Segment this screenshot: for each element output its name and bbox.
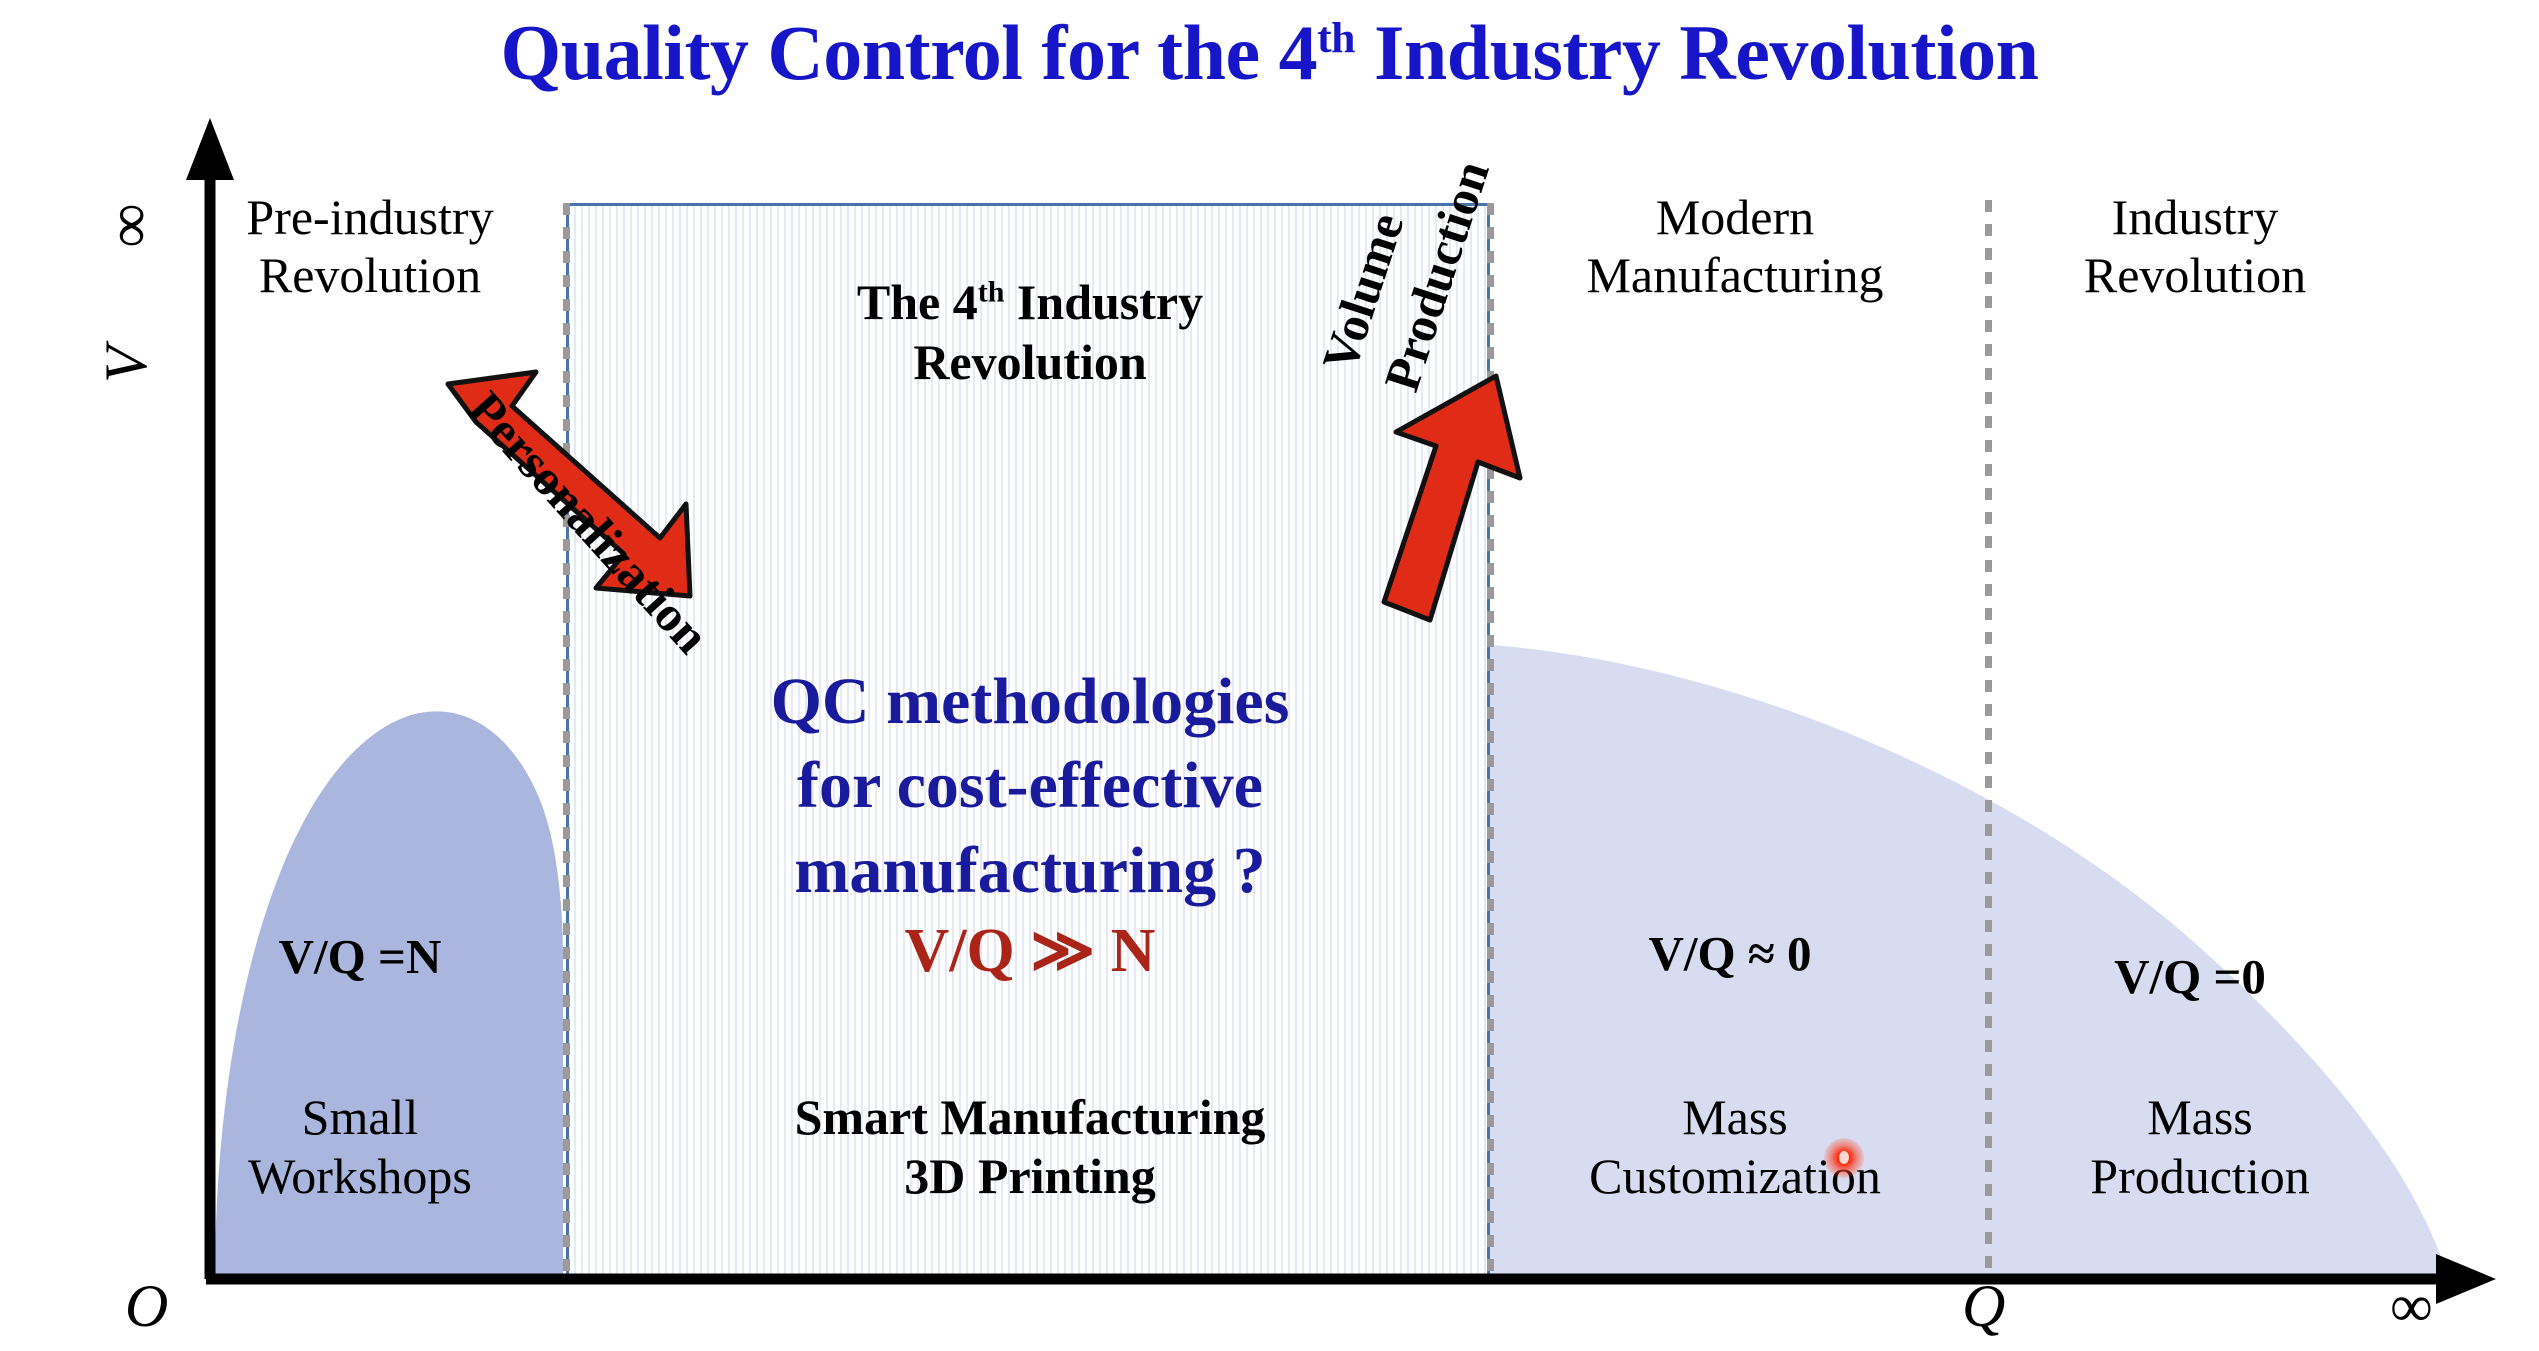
divider-pre-industry [563,203,570,1279]
ratio-pre-industry: V/Q =N [278,929,442,984]
x-axis-q-label: Q [1962,1273,2006,1339]
x-axis-origin-label: O [125,1273,169,1339]
zone-heading-fourth-pre: The 4 [856,274,978,330]
divider-modern-manufacturing [1487,203,1494,1279]
y-axis-label: V [92,346,159,383]
left-hump-fill [215,711,563,1279]
y-axis-infinity-label: ∞ [95,203,164,248]
right-area-fill [1490,645,2448,1279]
page-title-pre: Quality Control for the 4 [500,9,1318,96]
page-title-superscript: th [1317,14,1355,62]
page-title: Quality Control for the 4th Industry Rev… [0,8,2539,98]
divider-industry-revolution [1985,200,1992,1278]
ratio-fourth-industry: V/Q ≫ N [904,917,1156,985]
page-title-post: Industry Revolution [1354,9,2039,96]
cursor-pointer-icon [1824,1138,1864,1178]
x-axis-infinity-label: ∞ [2390,1273,2433,1339]
ratio-modern-manufacturing: V/Q ≈ 0 [1648,926,1812,981]
ratio-industry-revolution: V/Q =0 [2114,949,2266,1004]
zone-heading-fourth-superscript: th [977,275,1005,309]
fourth-industry-box [566,203,1490,1279]
